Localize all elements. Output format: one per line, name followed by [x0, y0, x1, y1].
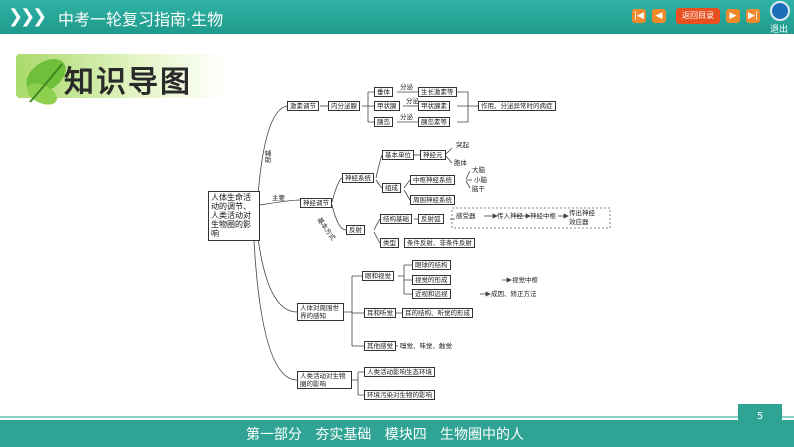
footer-text: 第一部分 夯实基础 模块四 生物圈中的人: [246, 427, 525, 443]
efferent-nerve: 传出神经: [569, 209, 595, 217]
thyroid: 甲状腺: [374, 101, 400, 111]
exit-icon[interactable]: [770, 1, 790, 21]
reflex-types-label: 类型: [380, 238, 399, 248]
main-label: 主要: [272, 194, 285, 202]
secrete-label-3: 分泌: [400, 113, 413, 121]
insulin: 胰岛素等: [418, 117, 450, 127]
next-page-button[interactable]: ▶: [726, 9, 740, 23]
afferent-nerve: 传入神经: [497, 212, 523, 220]
effector: 效应器: [569, 218, 589, 226]
footer-bar: [0, 420, 794, 447]
chevrons-icon: ❯❯❯: [8, 6, 47, 27]
other-senses: 其他感觉: [364, 341, 396, 351]
nervous-system: 神经系统: [342, 173, 374, 183]
exit-label[interactable]: 退出: [770, 25, 789, 35]
neuron: 神经元: [420, 150, 446, 160]
cause-correction: 成因、矫正方法: [491, 290, 537, 298]
visual-center: 视觉中枢: [512, 276, 538, 284]
cerebrum-label: 大脑: [472, 166, 485, 174]
growth-hormone: 生长激素等: [418, 87, 457, 97]
ear-structure: 耳的结构、听觉的形成: [402, 308, 473, 318]
banner-title: 知识导图: [64, 65, 192, 100]
brainstem-label: 脑干: [472, 185, 485, 193]
cerebellum-label: 小脑: [474, 176, 487, 184]
pituitary: 垂体: [374, 87, 393, 97]
myopia-hyperopia: 近视和远视: [412, 289, 451, 299]
thyroxine: 甲状腺素: [418, 101, 450, 111]
impact-environment: 人类活动影响生态环境: [364, 367, 435, 377]
reflex-arc: 反射弧: [418, 214, 444, 224]
page-title: 中考一轮复习指南·生物: [58, 10, 224, 29]
mind-map-lines: [253, 91, 611, 396]
receptor: 感受器: [456, 212, 476, 220]
human-impact: 人类活动对生物圈的影响: [297, 371, 352, 389]
last-page-button[interactable]: ▶|: [746, 9, 760, 23]
islet: 胰岛: [374, 117, 393, 127]
back-to-contents-button[interactable]: 返回目录: [676, 8, 720, 24]
structural-basis: 结构基础: [380, 214, 412, 224]
secrete-label-1: 分泌: [400, 83, 413, 91]
prev-page-button[interactable]: ◀: [652, 9, 666, 23]
pollution-impact: 环境污染对生物的影响: [364, 390, 435, 400]
leaf-icon: [26, 58, 66, 105]
hormone-effect: 作用、分泌异常时的病症: [478, 101, 556, 111]
footer-divider: [0, 416, 794, 418]
central-topic: 人体生命活动的调节、人类活动对生物圈的影响: [208, 191, 260, 241]
first-page-button[interactable]: |◀: [632, 9, 646, 23]
basic-unit: 基本单位: [382, 150, 414, 160]
smell-taste-touch: 嗅觉、味觉、触觉: [400, 342, 452, 350]
nerve-center: 神经中枢: [530, 212, 556, 220]
vision-formation: 视觉的形成: [412, 275, 451, 285]
peripheral-nervous-system: 周围神经系统: [410, 195, 455, 205]
perception: 人体对周围世界的感知: [297, 303, 344, 321]
endocrine-glands: 内分泌腺: [328, 101, 360, 111]
eyeball-structure: 眼球的结构: [412, 260, 451, 270]
nervous-regulation: 神经调节: [300, 198, 332, 208]
process-label: 突起: [456, 141, 469, 149]
secrete-label-2: 分泌: [406, 97, 419, 105]
ear-hearing: 耳和听觉: [364, 308, 396, 318]
aux-label: 辅助: [263, 150, 271, 163]
hormonal-regulation: 激素调节: [287, 101, 319, 111]
cell-body-label: 胞体: [454, 159, 467, 167]
central-nervous-system: 中枢神经系统: [410, 175, 455, 185]
reflex-types: 条件反射、非条件反射: [404, 238, 475, 248]
reflex: 反射: [346, 225, 365, 235]
eye-vision: 眼和视觉: [362, 271, 394, 281]
composition: 组成: [382, 183, 401, 193]
